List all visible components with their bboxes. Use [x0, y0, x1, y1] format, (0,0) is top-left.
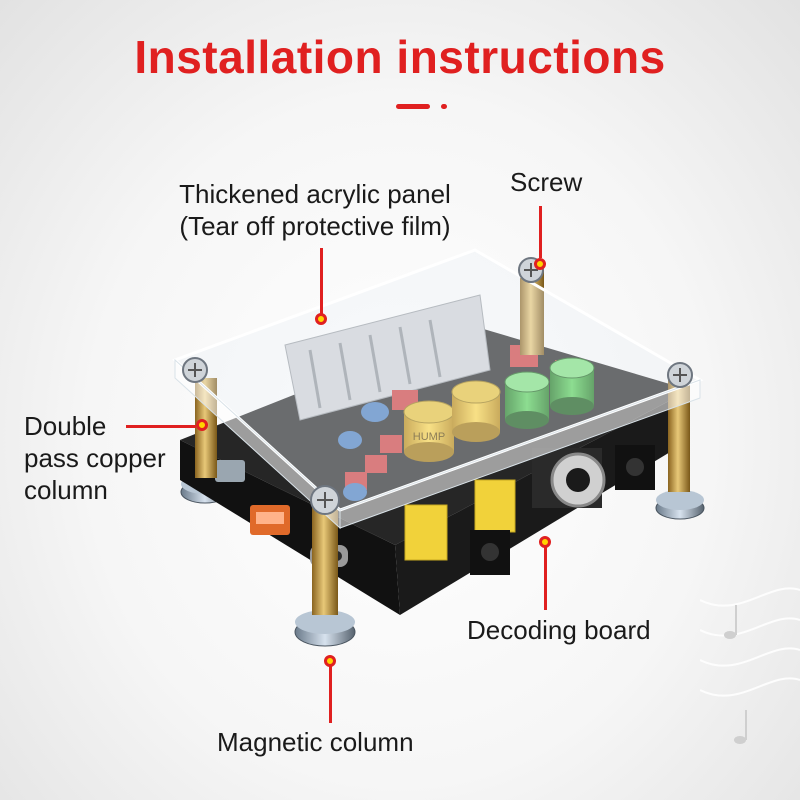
- capacitor-label: HUMP: [413, 431, 445, 443]
- leader-decoding: [544, 545, 547, 610]
- label-magnetic-column: Magnetic column: [217, 727, 414, 757]
- leader-copper: [126, 425, 196, 428]
- leader-screw: [539, 206, 542, 258]
- label-acrylic-panel: Thickened acrylic panel (Tear off protec…: [150, 178, 480, 242]
- label-screw: Screw: [510, 167, 583, 197]
- label-acrylic-line1: Thickened acrylic panel: [179, 179, 451, 209]
- audio-jacks: [470, 445, 655, 575]
- marker-acrylic: [315, 313, 327, 325]
- leader-acrylic: [320, 248, 323, 316]
- label-decoding-board: Decoding board: [467, 615, 651, 645]
- title-underline: [396, 104, 430, 109]
- label-copper-line1: Double: [24, 411, 107, 441]
- leader-magnetic: [329, 665, 332, 723]
- marker-copper: [196, 419, 208, 431]
- marker-screw: [534, 258, 546, 270]
- heatsink: [284, 294, 491, 421]
- acrylic-panel: [172, 248, 704, 530]
- label-acrylic-line2: (Tear off protective film): [179, 211, 451, 241]
- page-title: Installation instructions: [134, 31, 666, 83]
- label-copper-line2: pass copper: [24, 443, 166, 473]
- title-underline-dot: [441, 104, 447, 109]
- label-copper-column: Double pass copper column: [24, 410, 166, 506]
- music-notes-decoration: [700, 587, 800, 744]
- label-copper-line3: column: [24, 475, 108, 505]
- marker-decoding: [539, 536, 551, 548]
- electrolytic-capacitors: HUMP: [403, 357, 595, 462]
- marker-magnetic: [324, 655, 336, 667]
- blue-capacitors: [338, 402, 389, 501]
- film-capacitors: [404, 479, 516, 561]
